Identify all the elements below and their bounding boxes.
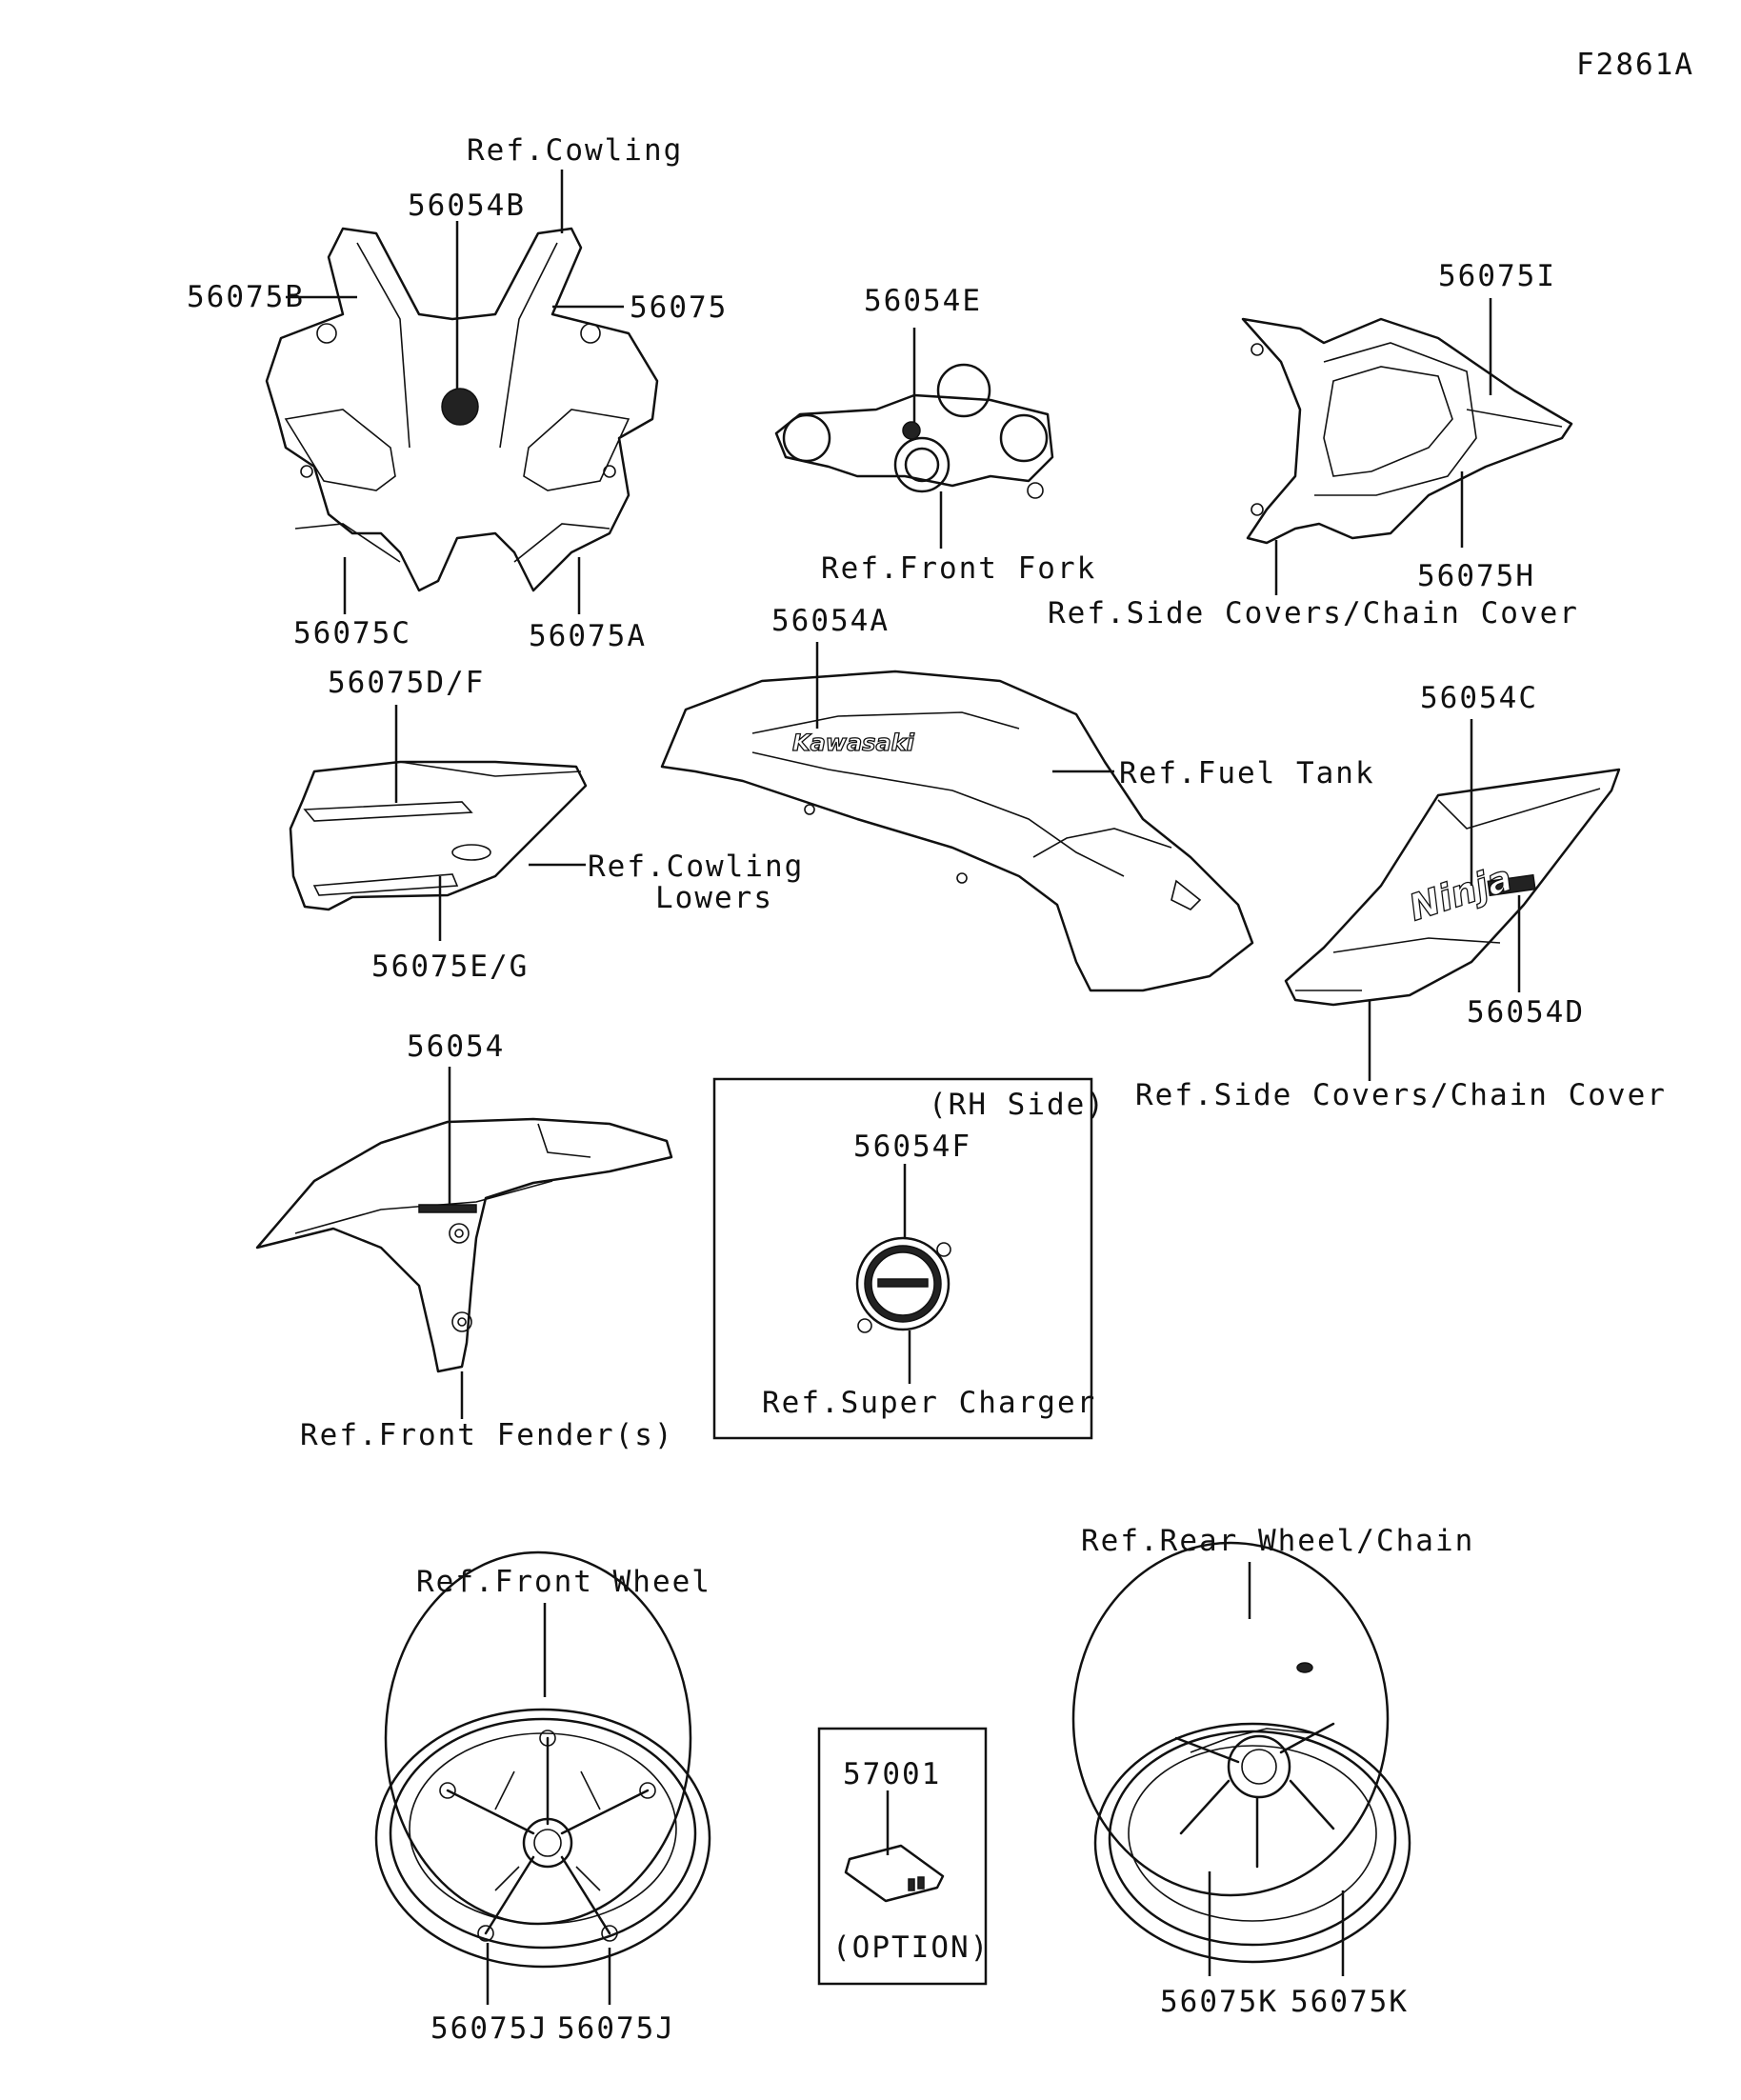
label-ref-super-charger: Ref.Super Charger	[762, 1386, 1096, 1420]
label-56075D-F: 56075D/F	[328, 666, 485, 700]
steering-stem-drawing	[774, 363, 1054, 499]
option-label-sheet-drawing	[844, 1844, 945, 1903]
label-56075H: 56075H	[1417, 559, 1535, 593]
label-56054A: 56054A	[771, 604, 890, 638]
label-ref-fuel-tank: Ref.Fuel Tank	[1119, 756, 1375, 790]
label-56075J-1: 56075J	[430, 2011, 549, 2046]
label-56054D: 56054D	[1467, 995, 1585, 1030]
side-cover-drawing: Ninja	[1284, 768, 1621, 1007]
label-56075I: 56075I	[1438, 259, 1556, 293]
rh-side-inset-box	[712, 1077, 1093, 1440]
option-inset-box	[817, 1727, 988, 1986]
fuel-tank-drawing: Kawasaki	[660, 670, 1254, 992]
label-56075C: 56075C	[293, 616, 411, 650]
supercharger-cover-drawing	[855, 1236, 951, 1333]
figure-id: F2861A	[1576, 48, 1694, 82]
label-ref-front-fork: Ref.Front Fork	[821, 551, 1096, 586]
label-ref-side-covers-1: Ref.Side Covers/Chain Cover	[1048, 596, 1579, 630]
label-rh-side: (RH Side)	[929, 1088, 1106, 1122]
label-57001: 57001	[843, 1757, 941, 1791]
upper-cowling-drawing	[265, 227, 659, 592]
label-ref-front-wheel: Ref.Front Wheel	[416, 1565, 711, 1599]
label-ref-cowling: Ref.Cowling	[467, 133, 683, 168]
label-56054E: 56054E	[864, 284, 982, 318]
cowling-lower-drawing	[289, 760, 588, 911]
label-56054: 56054	[407, 1030, 505, 1064]
label-56075E-G: 56075E/G	[371, 950, 529, 984]
label-56054C: 56054C	[1420, 681, 1538, 715]
front-wheel-drawing	[374, 1550, 711, 1969]
kawasaki-decal-text: Kawasaki	[792, 730, 915, 756]
label-56075A: 56075A	[529, 619, 647, 653]
label-56054B: 56054B	[408, 189, 526, 223]
ninja-decal-text: Ninja	[1404, 856, 1517, 929]
label-ref-side-covers-2: Ref.Side Covers/Chain Cover	[1135, 1078, 1667, 1112]
front-fender-drawing	[255, 1117, 673, 1373]
label-56054F: 56054F	[853, 1130, 971, 1164]
label-56075J-2: 56075J	[557, 2011, 675, 2046]
label-56075B: 56075B	[187, 280, 305, 314]
label-56075: 56075	[630, 290, 728, 325]
label-ref-cowling-lowers-1: Ref.Cowling	[588, 850, 804, 884]
label-ref-cowling-lowers-2: Lowers	[655, 881, 773, 915]
label-ref-rear-wheel: Ref.Rear Wheel/Chain	[1081, 1524, 1474, 1558]
label-option: (OPTION)	[832, 1930, 990, 1965]
label-ref-front-fenders: Ref.Front Fender(s)	[300, 1418, 674, 1452]
tail-cowl-drawing	[1241, 317, 1573, 545]
label-56075K-2: 56075K	[1291, 1985, 1409, 2019]
rear-wheel-drawing	[1071, 1541, 1411, 1964]
label-56075K-1: 56075K	[1160, 1985, 1278, 2019]
